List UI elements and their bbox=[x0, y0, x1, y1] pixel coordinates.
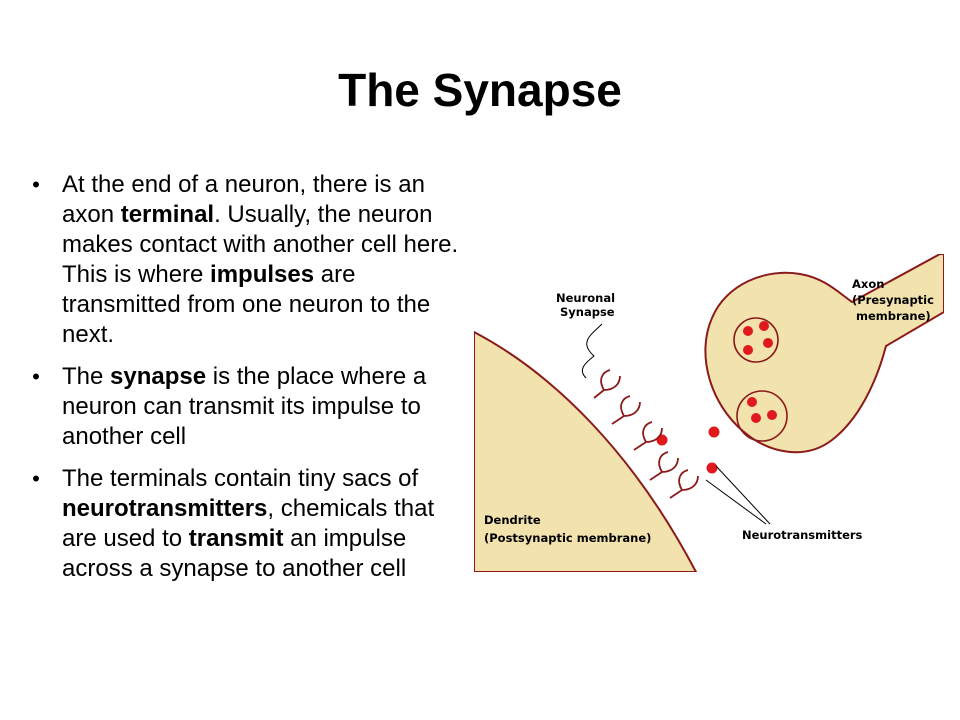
bullet-dot-icon: • bbox=[32, 466, 40, 491]
neurotransmitter-pointer-line bbox=[705, 479, 767, 525]
vesicle bbox=[733, 317, 779, 363]
dendrite-label-line2: (Postsynaptic membrane) bbox=[484, 531, 651, 545]
synapse-label-line1: Neuronal bbox=[556, 291, 615, 305]
text-run: an impulse across a synapse to another c… bbox=[62, 525, 407, 582]
neurotransmitter-dot bbox=[763, 338, 773, 348]
bullet-dot-icon: • bbox=[32, 172, 40, 197]
synapse-diagram: Neuronal Synapse Axon (Presynaptic membr… bbox=[474, 254, 944, 572]
synapse-pointer-line bbox=[581, 323, 603, 379]
dendrite-cell bbox=[474, 330, 698, 572]
axon-label-line3: membrane) bbox=[856, 309, 931, 323]
bold-term: terminal bbox=[120, 201, 215, 228]
text-run: is the place where a neuron can transmit… bbox=[62, 363, 427, 450]
neurotransmitter-dot bbox=[708, 426, 720, 438]
neurotransmitter-pointer-line bbox=[715, 465, 771, 525]
axon-terminal bbox=[704, 254, 944, 454]
slide-title: The Synapse bbox=[338, 64, 622, 116]
receptor-icon bbox=[593, 369, 621, 399]
text-run: The bbox=[62, 363, 111, 390]
bullet-text: At the end of a neuron, there is an axon… bbox=[62, 171, 458, 348]
synapse-diagram-svg: Neuronal Synapse Axon (Presynaptic membr… bbox=[474, 254, 944, 572]
bold-term: impulses bbox=[210, 261, 315, 288]
neurotransmitter-dot bbox=[706, 462, 718, 474]
bullet-dot-icon: • bbox=[32, 364, 40, 389]
bullet-item: • The terminals contain tiny sacs of neur… bbox=[26, 464, 466, 584]
bold-term: synapse bbox=[110, 363, 207, 390]
bullet-item: • The synapse is the place where a neuron… bbox=[26, 362, 466, 452]
dendrite-label-line1: Dendrite bbox=[484, 513, 541, 527]
text-run: . Usually, the neuron makes contact with… bbox=[62, 201, 459, 288]
vesicle bbox=[736, 390, 788, 442]
receptor-group bbox=[593, 369, 699, 499]
neurotransmitter-dot bbox=[767, 410, 777, 420]
axon-label-line2: (Presynaptic bbox=[852, 293, 934, 307]
receptor-icon bbox=[649, 451, 679, 481]
neurotransmitter-dot bbox=[759, 321, 769, 331]
neurotransmitters-label: Neurotransmitters bbox=[742, 528, 863, 542]
text-run: , chemicals that are used to bbox=[62, 495, 435, 552]
synapse-label-line2: Synapse bbox=[560, 305, 615, 319]
axon-label-line1: Axon bbox=[852, 277, 884, 291]
bullet-text: The synapse is the place where a neuron … bbox=[62, 363, 426, 450]
bullet-text: The terminals contain tiny sacs of neuro… bbox=[62, 465, 434, 582]
neurotransmitter-dot bbox=[743, 345, 753, 355]
neurotransmitter-dot bbox=[751, 413, 761, 423]
neurotransmitter-dot bbox=[743, 326, 753, 336]
neurotransmitter-dot bbox=[747, 397, 757, 407]
receptor-icon bbox=[611, 395, 641, 425]
bold-term: neurotransmitters bbox=[62, 495, 268, 522]
bullet-item: • At the end of a neuron, there is an axo… bbox=[26, 170, 466, 350]
text-run: At the end of a neuron, there is an axon bbox=[62, 171, 425, 228]
receptor-icon bbox=[633, 421, 663, 451]
text-run: The terminals contain tiny sacs of bbox=[62, 465, 419, 492]
bullet-list: • At the end of a neuron, there is an axo… bbox=[26, 170, 466, 596]
receptor-icon bbox=[669, 469, 699, 499]
bold-term: transmit bbox=[188, 525, 284, 552]
neurotransmitter-dot bbox=[656, 434, 668, 446]
text-run: are transmitted from one neuron to the n… bbox=[62, 261, 431, 348]
